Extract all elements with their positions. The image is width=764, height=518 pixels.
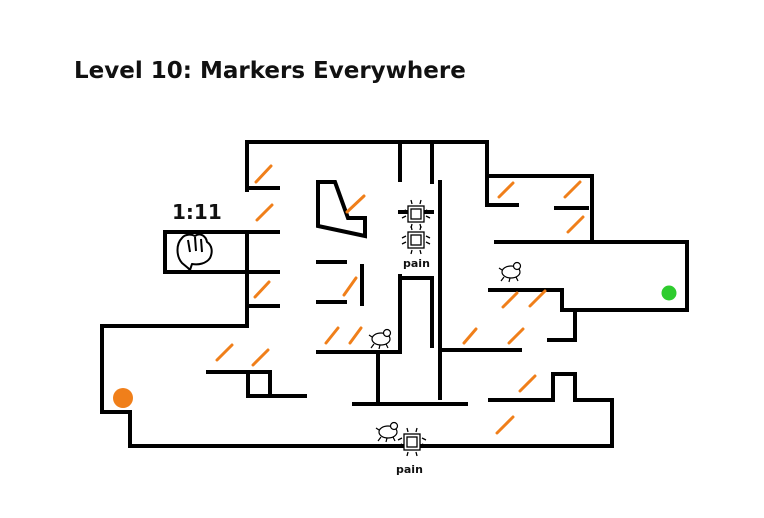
- wall-segment: [430, 140, 689, 312]
- marker-icon: [345, 194, 366, 214]
- marker-icon: [251, 348, 270, 367]
- wall-segment: [547, 308, 577, 342]
- wall-segment: [398, 140, 434, 170]
- pain-label-bottom: pain: [396, 463, 423, 476]
- goal-icon: [661, 285, 677, 301]
- marker-icon: [495, 415, 515, 435]
- marker-icon: [518, 374, 537, 393]
- marker-icon: [462, 327, 478, 345]
- wall-segment: [398, 276, 434, 348]
- wall-segment: [206, 370, 272, 398]
- wall-segment: [245, 140, 402, 192]
- timer-readout: 1:11: [172, 200, 222, 224]
- player-icon[interactable]: [113, 388, 133, 408]
- critter-icon: [375, 421, 399, 443]
- marker-icon: [348, 326, 363, 345]
- marker-icon: [255, 203, 274, 222]
- level-title: Level 10: Markers Everywhere: [74, 58, 466, 84]
- marker-icon: [566, 215, 585, 234]
- maze-walls: [100, 140, 689, 448]
- wall-segment: [485, 174, 519, 207]
- pain-icon: [397, 427, 427, 457]
- marker-icon: [497, 181, 515, 199]
- marker-icon: [563, 180, 582, 199]
- marker-icon: [324, 326, 340, 345]
- wall-segment: [352, 350, 468, 406]
- wall-segment: [100, 304, 614, 448]
- marker-icon: [501, 291, 519, 309]
- wall-segment: [316, 180, 367, 239]
- wall-segment: [316, 274, 402, 354]
- pain-icon: [401, 225, 431, 255]
- critter-icon: [498, 261, 522, 283]
- marker-icon: [528, 289, 547, 308]
- marker-icon: [215, 343, 234, 362]
- marker-icon: [507, 327, 525, 345]
- marker-icon: [254, 164, 273, 184]
- marker-icon: [342, 276, 358, 297]
- wall-segment: [488, 372, 577, 402]
- wall-segment: [163, 230, 280, 274]
- marker-icon: [253, 280, 271, 299]
- pain-label-top: pain: [403, 257, 430, 270]
- glove-icon: [176, 233, 213, 271]
- wall-segment: [488, 288, 564, 312]
- critter-icon: [368, 328, 392, 350]
- marker-group: [215, 164, 585, 435]
